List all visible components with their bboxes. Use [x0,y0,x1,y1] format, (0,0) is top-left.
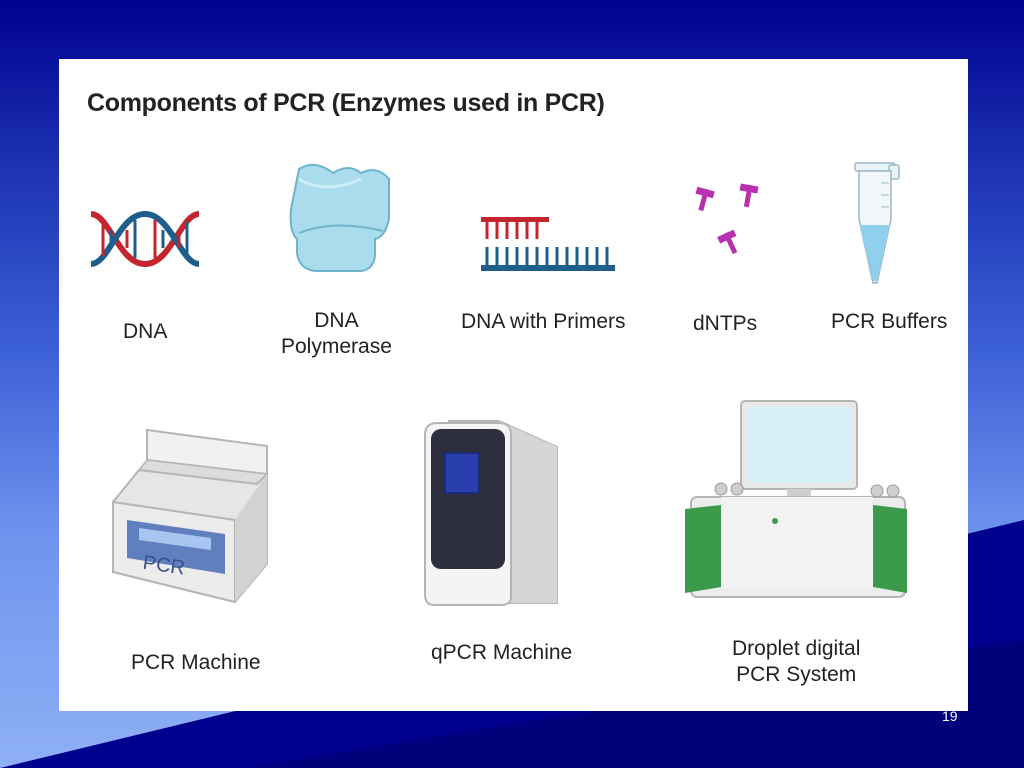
label-ddpcr-line2: PCR System [736,663,857,686]
label-dna: DNA [123,320,168,343]
content-panel: Components of PCR (Enzymes used in PCR) … [59,59,968,711]
label-qpcr-machine: qPCR Machine [431,641,573,664]
label-dna-polymerase-line1: DNA [314,309,359,332]
pcr-machine-icon: PCR [112,428,269,604]
label-dna-polymerase-line2: Polymerase [281,335,392,358]
page-number: 19 [942,708,958,724]
dna-polymerase-icon [289,163,390,272]
pcr-tube-icon [854,162,900,284]
label-pcr-machine: PCR Machine [131,651,261,674]
ddpcr-system-icon [685,400,907,598]
qpcr-machine-icon [424,420,558,606]
dna-primers-icon [481,217,615,271]
label-droplet-digital-pcr: Droplet digital PCR System [732,636,860,688]
label-dna-polymerase: DNA Polymerase [281,308,392,360]
label-dntps: dNTPs [693,312,758,335]
slide-title: Components of PCR (Enzymes used in PCR) [87,89,605,117]
dntps-icon [695,183,759,255]
label-ddpcr-line1: Droplet digital [732,637,861,660]
label-pcr-buffers: PCR Buffers [831,310,948,333]
label-dna-with-primers: DNA with Primers [461,310,626,333]
dna-double-helix-icon [90,210,200,268]
